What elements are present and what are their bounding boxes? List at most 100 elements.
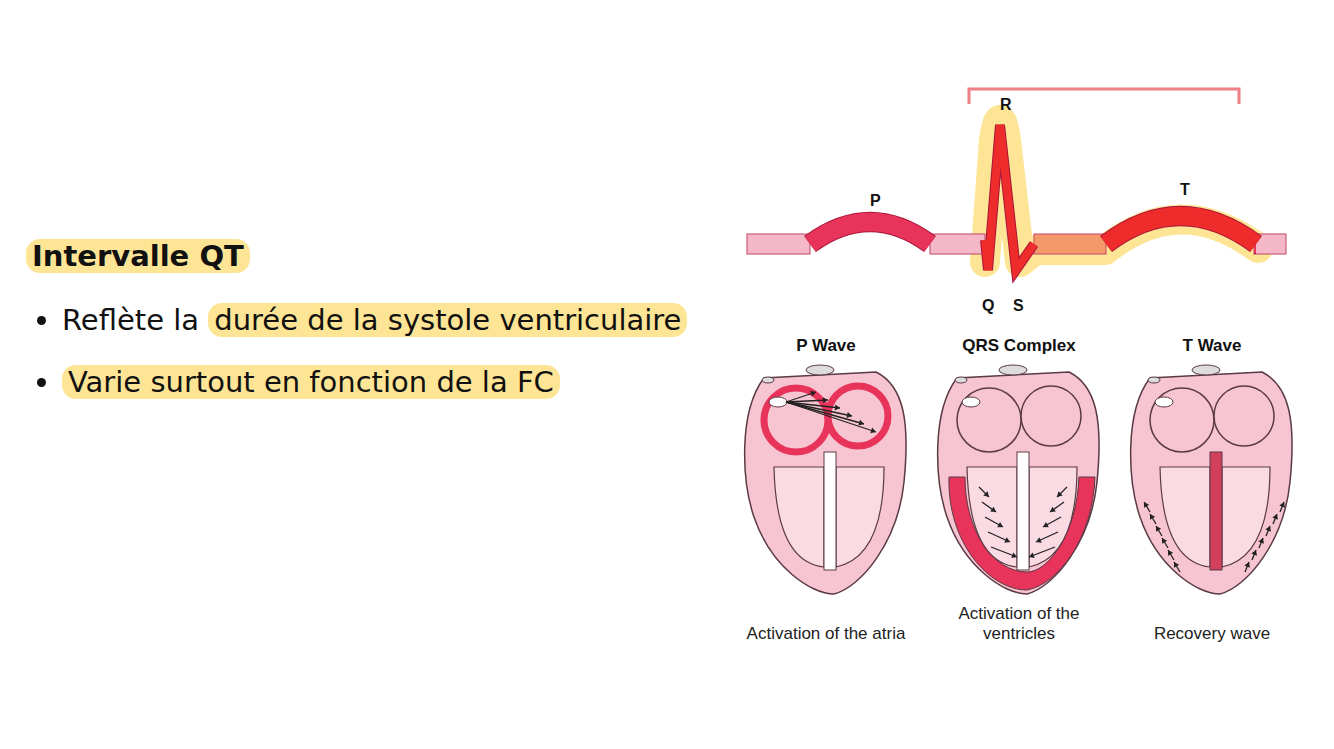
bullet-list: Reflète la durée de la systole ventricul… [30,298,722,422]
conduction-arrow [1174,562,1180,572]
conduction-arrow [1259,538,1263,548]
heart-panel: QRS ComplexActivation of the ventricles [931,336,1107,644]
arrow-head [1244,562,1250,568]
arrow-head [1279,502,1285,508]
wave-label: P [870,192,881,210]
heart-outline [938,372,1099,594]
space [199,303,208,337]
wave-outline [985,125,1034,270]
arrow-head [1272,514,1278,520]
arrow-head [835,404,840,410]
arrow-head [1258,538,1264,544]
highlight [985,120,1258,262]
conduction-arrow [1273,514,1277,524]
baseline-segment [747,234,810,254]
arrow-head [997,522,1003,527]
panel-title: QRS Complex [962,336,1075,356]
conduction-arrow [1245,562,1249,572]
conduction-arrow [1162,538,1168,548]
arrow-head [870,428,876,434]
bullet-highlight: Varie surtout en fonction de la FC [62,365,560,399]
panel-caption: Recovery wave [1154,624,1270,644]
vessel [1192,365,1220,375]
baseline-segment [930,234,985,254]
conduction-arrow [982,502,996,512]
arrow-head [1144,502,1149,508]
conduction-arrow [1144,502,1150,512]
panel-title: T Wave [1183,336,1242,356]
heart [745,365,906,594]
heart-outline [1131,372,1292,594]
arrow-head [983,491,989,497]
arrow-head [1050,507,1056,512]
vessel [955,377,967,383]
arrow-head [1011,552,1017,558]
atrium [764,388,828,452]
septum [824,452,836,570]
sa-node [769,397,787,407]
wave-outline [810,222,930,244]
heart-illustrations [745,365,1292,594]
wave-outline [1106,216,1256,244]
conduction-arrow [786,402,852,416]
conduction-arrow [1057,487,1067,497]
arrow-head [990,507,996,512]
arrow-head [1174,562,1179,568]
heading: Intervalle QT [26,236,250,276]
arrow-head [810,391,816,397]
arrow-head [1150,514,1155,520]
conduction-arrow [1036,532,1058,542]
vessel [1148,377,1160,383]
wave-label: T [1180,181,1190,199]
ventricle [1222,467,1270,567]
ecg-strip [747,125,1286,270]
conduction-arrow [985,517,1003,527]
bullet: Varie surtout en fonction de la FC [62,360,722,405]
vessel [999,365,1027,375]
conduction-arrow [786,400,828,402]
arrow-head [1162,538,1167,544]
arrow-head [858,420,864,426]
atrium [957,388,1021,452]
conduction-arrow [1156,526,1162,536]
arrow-head [1057,491,1063,497]
conduction-arrow [1266,526,1270,536]
bullet-text: Reflète la [62,303,199,337]
bullet-highlight: durée de la systole ventriculaire [208,303,687,337]
conduction-arrow [1050,502,1064,512]
conduction-arrow [786,402,876,432]
arrow-head [1036,537,1042,542]
heart-panel: T WaveRecovery wave [1124,336,1300,644]
vessel [806,365,834,375]
atrium [1150,388,1214,452]
arrow-head [1251,550,1257,556]
panel-caption: Activation of the ventricles [931,604,1107,644]
arrow-head [1004,537,1010,542]
atrium [1021,386,1081,446]
wave-label: S [1013,297,1024,315]
conduction-arrow [988,532,1010,542]
wave [985,125,1034,270]
wave-label: Q [982,297,994,315]
arrow-head [1029,552,1035,558]
arrow-head [846,412,852,418]
sa-node [962,397,980,407]
bullet: Reflète la durée de la systole ventricul… [62,298,722,343]
arrow-head [1156,526,1161,532]
heart [1131,365,1292,594]
heart-outline [745,372,906,594]
heart [938,365,1099,594]
ventricle [967,467,1017,567]
ventricle [836,467,884,567]
arrow-head [823,397,828,403]
conduction-arrow [1043,517,1061,527]
arrow-head [1265,526,1271,532]
wave-label: R [1000,96,1012,114]
conduction-arrow [1150,514,1156,524]
conduction-arrow [1252,550,1256,560]
baseline-segment [1034,234,1106,254]
ventricle [1029,467,1077,567]
arrow-head [1168,550,1173,556]
ventricle [1160,467,1210,567]
arrow-head [1043,522,1049,527]
